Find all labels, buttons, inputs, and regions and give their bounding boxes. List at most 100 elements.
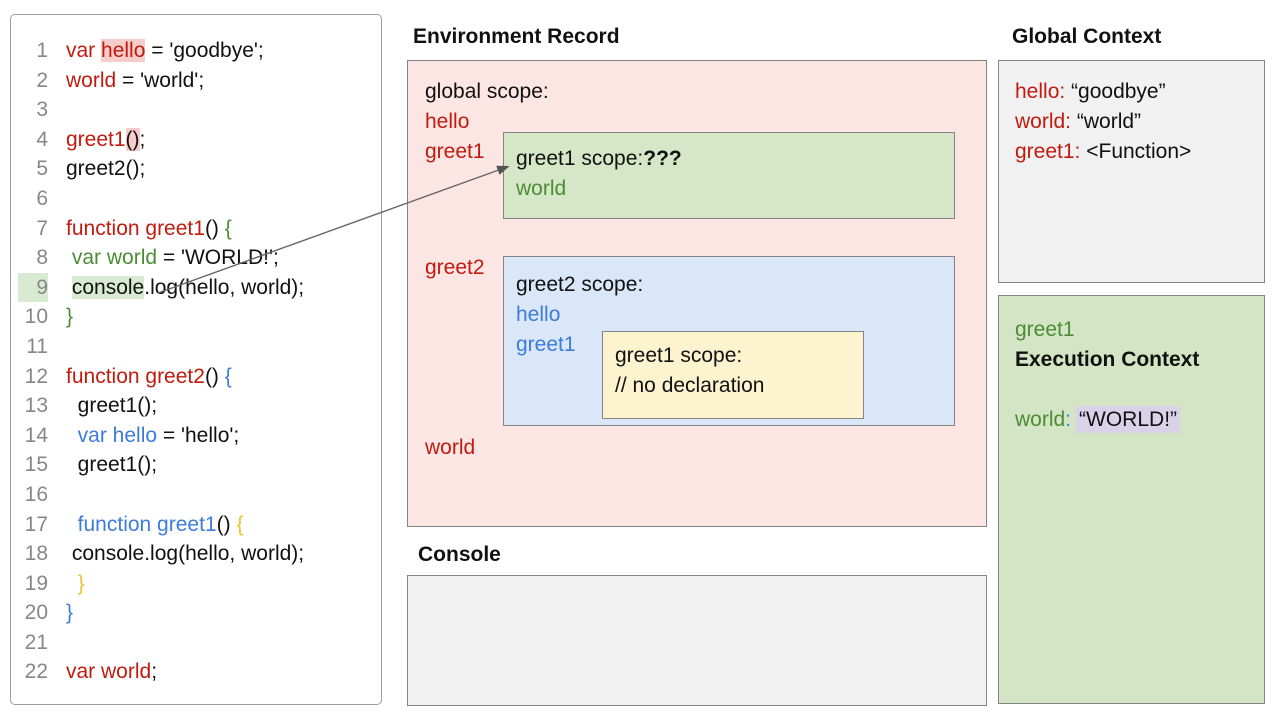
code-line-10: 10} [11,302,381,332]
code-text: function greet1() { [66,216,232,240]
code-text: } [77,571,85,595]
greet2-scope-box: greet2 scope: hello greet1 greet1 scope:… [503,256,955,426]
line-number: 21 [24,630,48,654]
code-text: } [66,601,74,625]
line-number: 13 [24,394,48,418]
code-line-12: 12 function greet2() { [11,362,381,392]
code-text: function greet1() { [77,512,244,536]
line-number: 8 [36,246,48,270]
execution-context-fn-name: greet1 [1015,318,1075,341]
code-line-3: 3 [11,95,381,125]
execution-context-heading: Execution Context [1015,348,1200,371]
line-number: 10 [24,305,48,329]
code-text: var hello = 'hello'; [77,423,240,447]
code-line-16: 16 [11,480,381,510]
line-number: 22 [24,660,48,684]
line-number: 11 [26,334,48,358]
code-line-7: 7 function greet1() { [11,214,381,244]
global-scope-box: global scope: hello greet1 greet2 world … [407,60,987,527]
code-text: } [66,305,74,329]
ec-colon: : [1065,408,1072,431]
execution-context-world-line: world:“WORLD!” [1015,405,1248,435]
code-text: greet2(); [66,157,146,181]
code-text: world = 'world'; [66,68,205,92]
code-line-11: 11 [11,332,381,362]
code-line-14: 14 var hello = 'hello'; [11,421,381,451]
line-number: 20 [24,601,48,625]
code-text: var hello = 'goodbye'; [66,39,264,62]
code-text: greet1(); [66,127,146,151]
code-line-4: 4 greet1(); [11,125,381,155]
code-line-13: 13 greet1(); [11,391,381,421]
entry-value: “world” [1071,110,1142,133]
code-line-5: 5 greet2(); [11,154,381,184]
code-line-20: 20} [11,598,381,628]
global-context-entry: world: “world” [1015,107,1248,137]
line-number: 18 [24,542,48,566]
line-number: 2 [36,68,48,92]
entry-name: hello: [1015,80,1066,103]
line-number: 12 [24,364,48,388]
global-context-box: hello: “goodbye”world: “world”greet1: <F… [998,60,1265,283]
code-line-8: 8 var world = 'WORLD!'; [11,243,381,273]
entry-name: world: [1015,110,1072,133]
ec-world-value: “WORLD!” [1076,406,1181,433]
code-text: console.log(hello, world); [71,275,305,299]
spacer [1015,375,1248,405]
code-line-18: 18 console.log(hello, world); [11,539,381,569]
code-line-17: 17 function greet1() { [11,510,381,540]
line-number: 17 [24,512,48,536]
line-number: 1 [36,39,48,62]
entry-name: greet1: [1015,140,1081,163]
execution-context-box: greet1 Execution Context world:“WORLD!” [998,295,1265,704]
code-line-6: 6 [11,184,381,214]
greet2-scope-var-greet1: greet1 [516,333,576,356]
greet1-scope-var-world: world [516,177,567,200]
line-number: 9 [18,272,48,303]
global-context-title: Global Context [1012,25,1162,48]
code-text: greet1(); [66,394,158,418]
code-line-19: 19 } [11,569,381,599]
entry-value: <Function> [1080,140,1192,163]
greet2-scope-label: greet2 scope: [516,273,644,296]
greet1-scope-label: greet1 scope: [516,147,644,170]
code-line-9: 9 console.log(hello, world); [11,272,381,303]
console-output-box [407,575,987,706]
nested-greet1-scope-box: greet1 scope: // no declaration [602,331,864,419]
environment-record-title: Environment Record [413,25,620,48]
line-number: 14 [24,423,48,447]
global-var-hello: hello [425,110,470,133]
greet1-scope-question: ??? [643,147,682,170]
entry-value: “goodbye” [1065,80,1166,103]
global-var-greet2: greet2 [425,256,485,279]
code-line-15: 15 greet1(); [11,450,381,480]
global-scope-vars: global scope: hello greet1 [425,77,549,167]
global-context-entry: hello: “goodbye” [1015,77,1248,107]
code-text: var world; [66,660,158,684]
nested-greet1-scope-comment: // no declaration [615,374,765,397]
line-number: 3 [36,98,48,122]
global-var-world: world [425,436,476,459]
line-number: 5 [36,157,48,181]
global-var-greet1: greet1 [425,140,485,163]
global-scope-label: global scope: [425,80,549,103]
code-line-2: 2 world = 'world'; [11,66,381,96]
code-text: greet1(); [66,453,158,477]
code-line-21: 21 [11,628,381,658]
line-number: 15 [24,453,48,477]
ec-var-world: world [1015,408,1066,431]
nested-greet1-scope-label: greet1 scope: [615,344,743,367]
greet1-scope-box: greet1 scope:??? world [503,132,955,219]
greet2-scope-var-hello: hello [516,303,561,326]
line-number: 16 [24,482,48,506]
global-context-entry: greet1: <Function> [1015,137,1248,167]
line-number: 6 [36,186,48,210]
code-editor-panel: 1 var hello = 'goodbye'; 2 world = 'world';… [10,14,382,705]
code-text: function greet2() { [66,364,232,388]
line-number: 4 [36,127,48,151]
code-line-1: 1 var hello = 'goodbye'; [11,36,381,66]
code-text: console.log(hello, world); [66,542,305,566]
line-number: 7 [36,216,48,240]
code-text: var world = 'WORLD!'; [71,246,279,270]
